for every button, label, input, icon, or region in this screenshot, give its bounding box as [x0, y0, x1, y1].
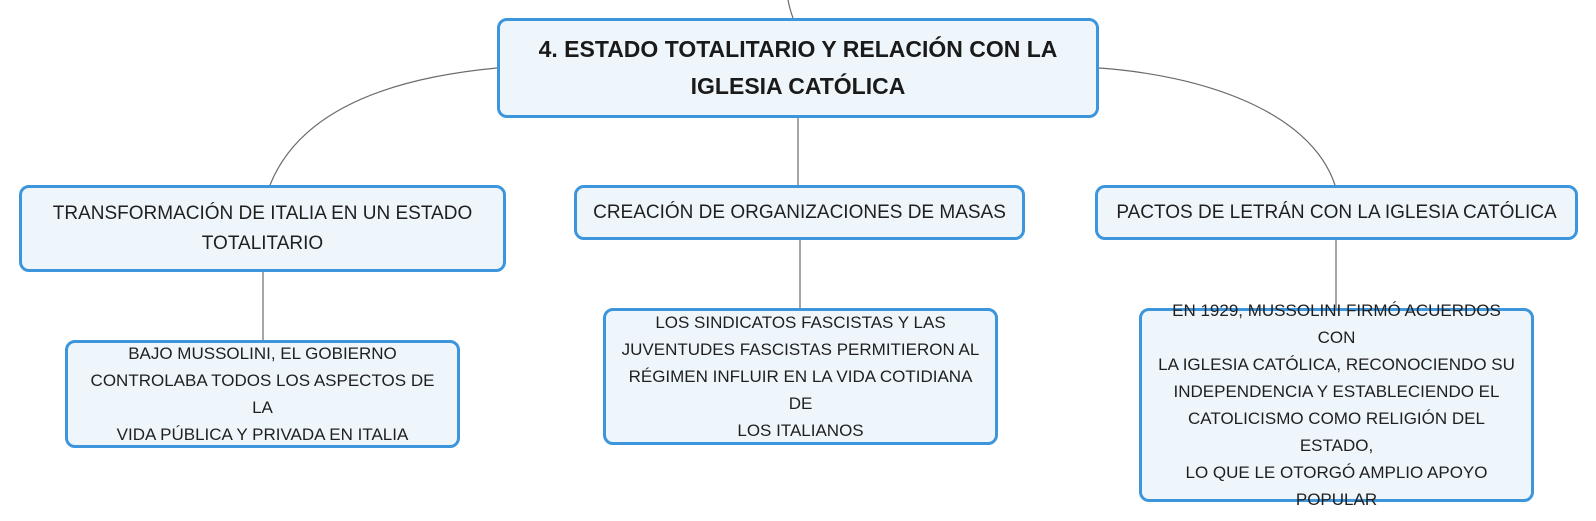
detail-node-mass-organizations[interactable]: LOS SINDICATOS FASCISTAS Y LAS JUVENTUDE…: [603, 308, 998, 445]
detail-text: EN 1929, MUSSOLINI FIRMÓ ACUERDOS CON LA…: [1158, 301, 1515, 509]
connector-root-to-branch-1: [269, 67, 498, 186]
branch-text: CREACIÓN DE ORGANIZACIONES DE MASAS: [593, 201, 1006, 223]
connector-parent-to-root: [787, 0, 794, 19]
branch-node-totalitarian-state[interactable]: TRANSFORMACIÓN DE ITALIA EN UN ESTADO TO…: [19, 185, 506, 272]
branch-text: PACTOS DE LETRÁN CON LA IGLESIA CATÓLICA: [1116, 201, 1557, 223]
root-topic-node[interactable]: 4. ESTADO TOTALITARIO Y RELACIÓN CON LA …: [497, 18, 1099, 118]
detail-text: BAJO MUSSOLINI, EL GOBIERNO CONTROLABA T…: [90, 344, 435, 444]
connector-root-to-branch-3: [1098, 67, 1336, 186]
detail-node-totalitarian-state[interactable]: BAJO MUSSOLINI, EL GOBIERNO CONTROLABA T…: [65, 340, 460, 448]
detail-node-lateran-pacts[interactable]: EN 1929, MUSSOLINI FIRMÓ ACUERDOS CON LA…: [1139, 301, 1534, 509]
detail-text: LOS SINDICATOS FASCISTAS Y LAS JUVENTUDE…: [621, 313, 980, 440]
root-topic-text: 4. ESTADO TOTALITARIO Y RELACIÓN CON LA …: [538, 36, 1058, 99]
branch-text: TRANSFORMACIÓN DE ITALIA EN UN ESTADO TO…: [52, 202, 473, 254]
branch-node-mass-organizations[interactable]: CREACIÓN DE ORGANIZACIONES DE MASAS: [574, 185, 1025, 240]
branch-node-lateran-pacts[interactable]: PACTOS DE LETRÁN CON LA IGLESIA CATÓLICA: [1095, 185, 1578, 240]
